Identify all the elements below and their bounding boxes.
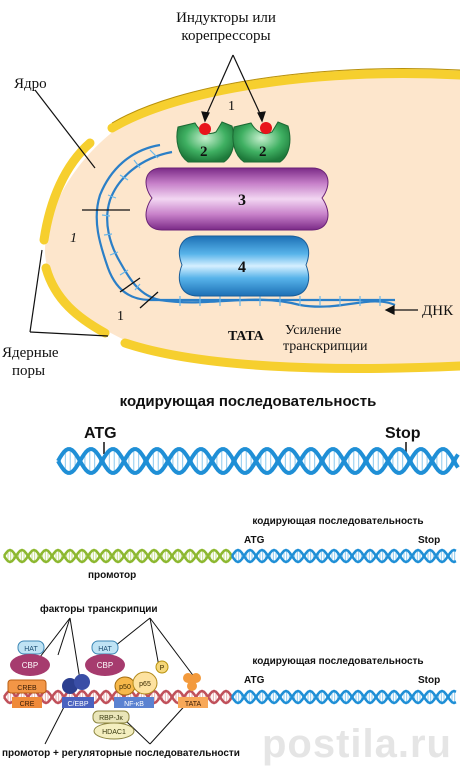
nuclear-envelope-top-outline [111,68,460,124]
promoter-panel: кодирующая последовательность ATG Stop п… [2,516,457,581]
complex-3 [145,167,329,231]
creb-label: CREB [17,685,37,692]
coding-title: кодирующая последовательность [120,393,377,410]
nucleus-label: Ядро [14,76,47,92]
cbp-right-label: CBP [97,661,113,670]
nucleus-dna-rungs [101,149,381,306]
hdac1-shape [93,722,135,740]
tata-label: TATA [228,329,265,344]
regulatory-label: промотор + регуляторные последовательнос… [2,748,240,759]
hat-left-label: HAT [24,646,38,653]
p65-label: p65 [139,681,151,688]
binding-site-marks [82,209,159,309]
hat-right-label: HAT [98,646,112,653]
pores-label-line2: поры [12,363,45,379]
factors-coding-helix [230,689,457,705]
tata-ball-3 [187,681,197,691]
p-phosphate [155,660,169,674]
cbp-left-label: CBP [22,661,38,670]
p-label: P [160,665,165,672]
tata-ball-1 [183,673,193,683]
coding-panel: кодирующая последовательность ATG Stop [56,393,460,475]
nucleus-dna [95,143,396,308]
cre-box [12,697,42,708]
factors-panel: факторы транскрипции кодирующая последов… [2,603,457,759]
nuclear-envelope-left [39,138,95,245]
cbp-left [10,654,50,676]
p50-label: p50 [119,684,131,691]
factors-panel-title: кодирующая последовательность [252,656,423,667]
nucleus-panel: Индукторы или корепрессоры Ядро Ядерные … [2,10,460,379]
pores-label-line1: Ядерные [2,345,59,361]
watermark: postila.ru [261,722,452,766]
corepressor-right [232,121,291,163]
promoter-panel-title: кодирующая последовательность [252,516,423,527]
nuclear-envelope-bottom [120,338,460,373]
factors-panel-stop: Stop [418,675,440,686]
num-1-left: 1 [70,231,77,246]
tata-box [178,697,208,708]
promoter-coding-helix [230,548,457,564]
nuclear-envelope-top [107,69,460,133]
tata-ball-2 [191,673,201,683]
nfkb-label: NF-κB [124,701,144,708]
num-1-bottom: 1 [117,309,124,324]
num-1-top: 1 [228,99,235,114]
promoter-helix [2,548,234,564]
atg-label: ATG [84,425,117,442]
nuclear-envelope-lower-left [41,263,110,338]
num-3: 3 [238,192,246,209]
cebp-label: C/EBP [67,701,88,708]
p65-shape [132,671,158,695]
callout-lines [29,54,418,337]
coding-helix [56,447,460,475]
num-2-left: 2 [200,144,208,160]
enhance-label-line1: Усиление [285,323,341,338]
num-4: 4 [238,259,246,276]
promoter-label: промотор [88,570,136,581]
cre-label: CRE [20,701,35,708]
nfkb-box [114,697,154,708]
inductor-dot-right [260,122,272,134]
creb-box [7,679,47,694]
rbpjk-label: RBP-Jκ [99,715,123,722]
cebp-ball-2 [74,674,90,690]
enhance-label-line2: транскрипции [283,339,368,354]
cebp-box [62,697,94,708]
promoter-panel-atg: ATG [244,535,265,546]
inductors-label-line2: корепрессоры [181,28,270,44]
stop-label: Stop [385,425,421,442]
factors-label: факторы транскрипции [40,603,158,615]
cbp-right [85,654,125,676]
tata-factor-label: TATA [185,701,202,708]
promoter-panel-stop: Stop [418,535,440,546]
dna-label: ДНК [422,303,454,319]
num-2-right: 2 [259,144,267,160]
inductors-label-line1: Индукторы или [176,10,276,26]
factors-panel-atg: ATG [244,675,265,686]
complex-4 [178,235,310,297]
inductor-dot-left [199,123,211,135]
hdac1-label: HDAC1 [102,729,126,736]
hat-left [17,640,45,655]
